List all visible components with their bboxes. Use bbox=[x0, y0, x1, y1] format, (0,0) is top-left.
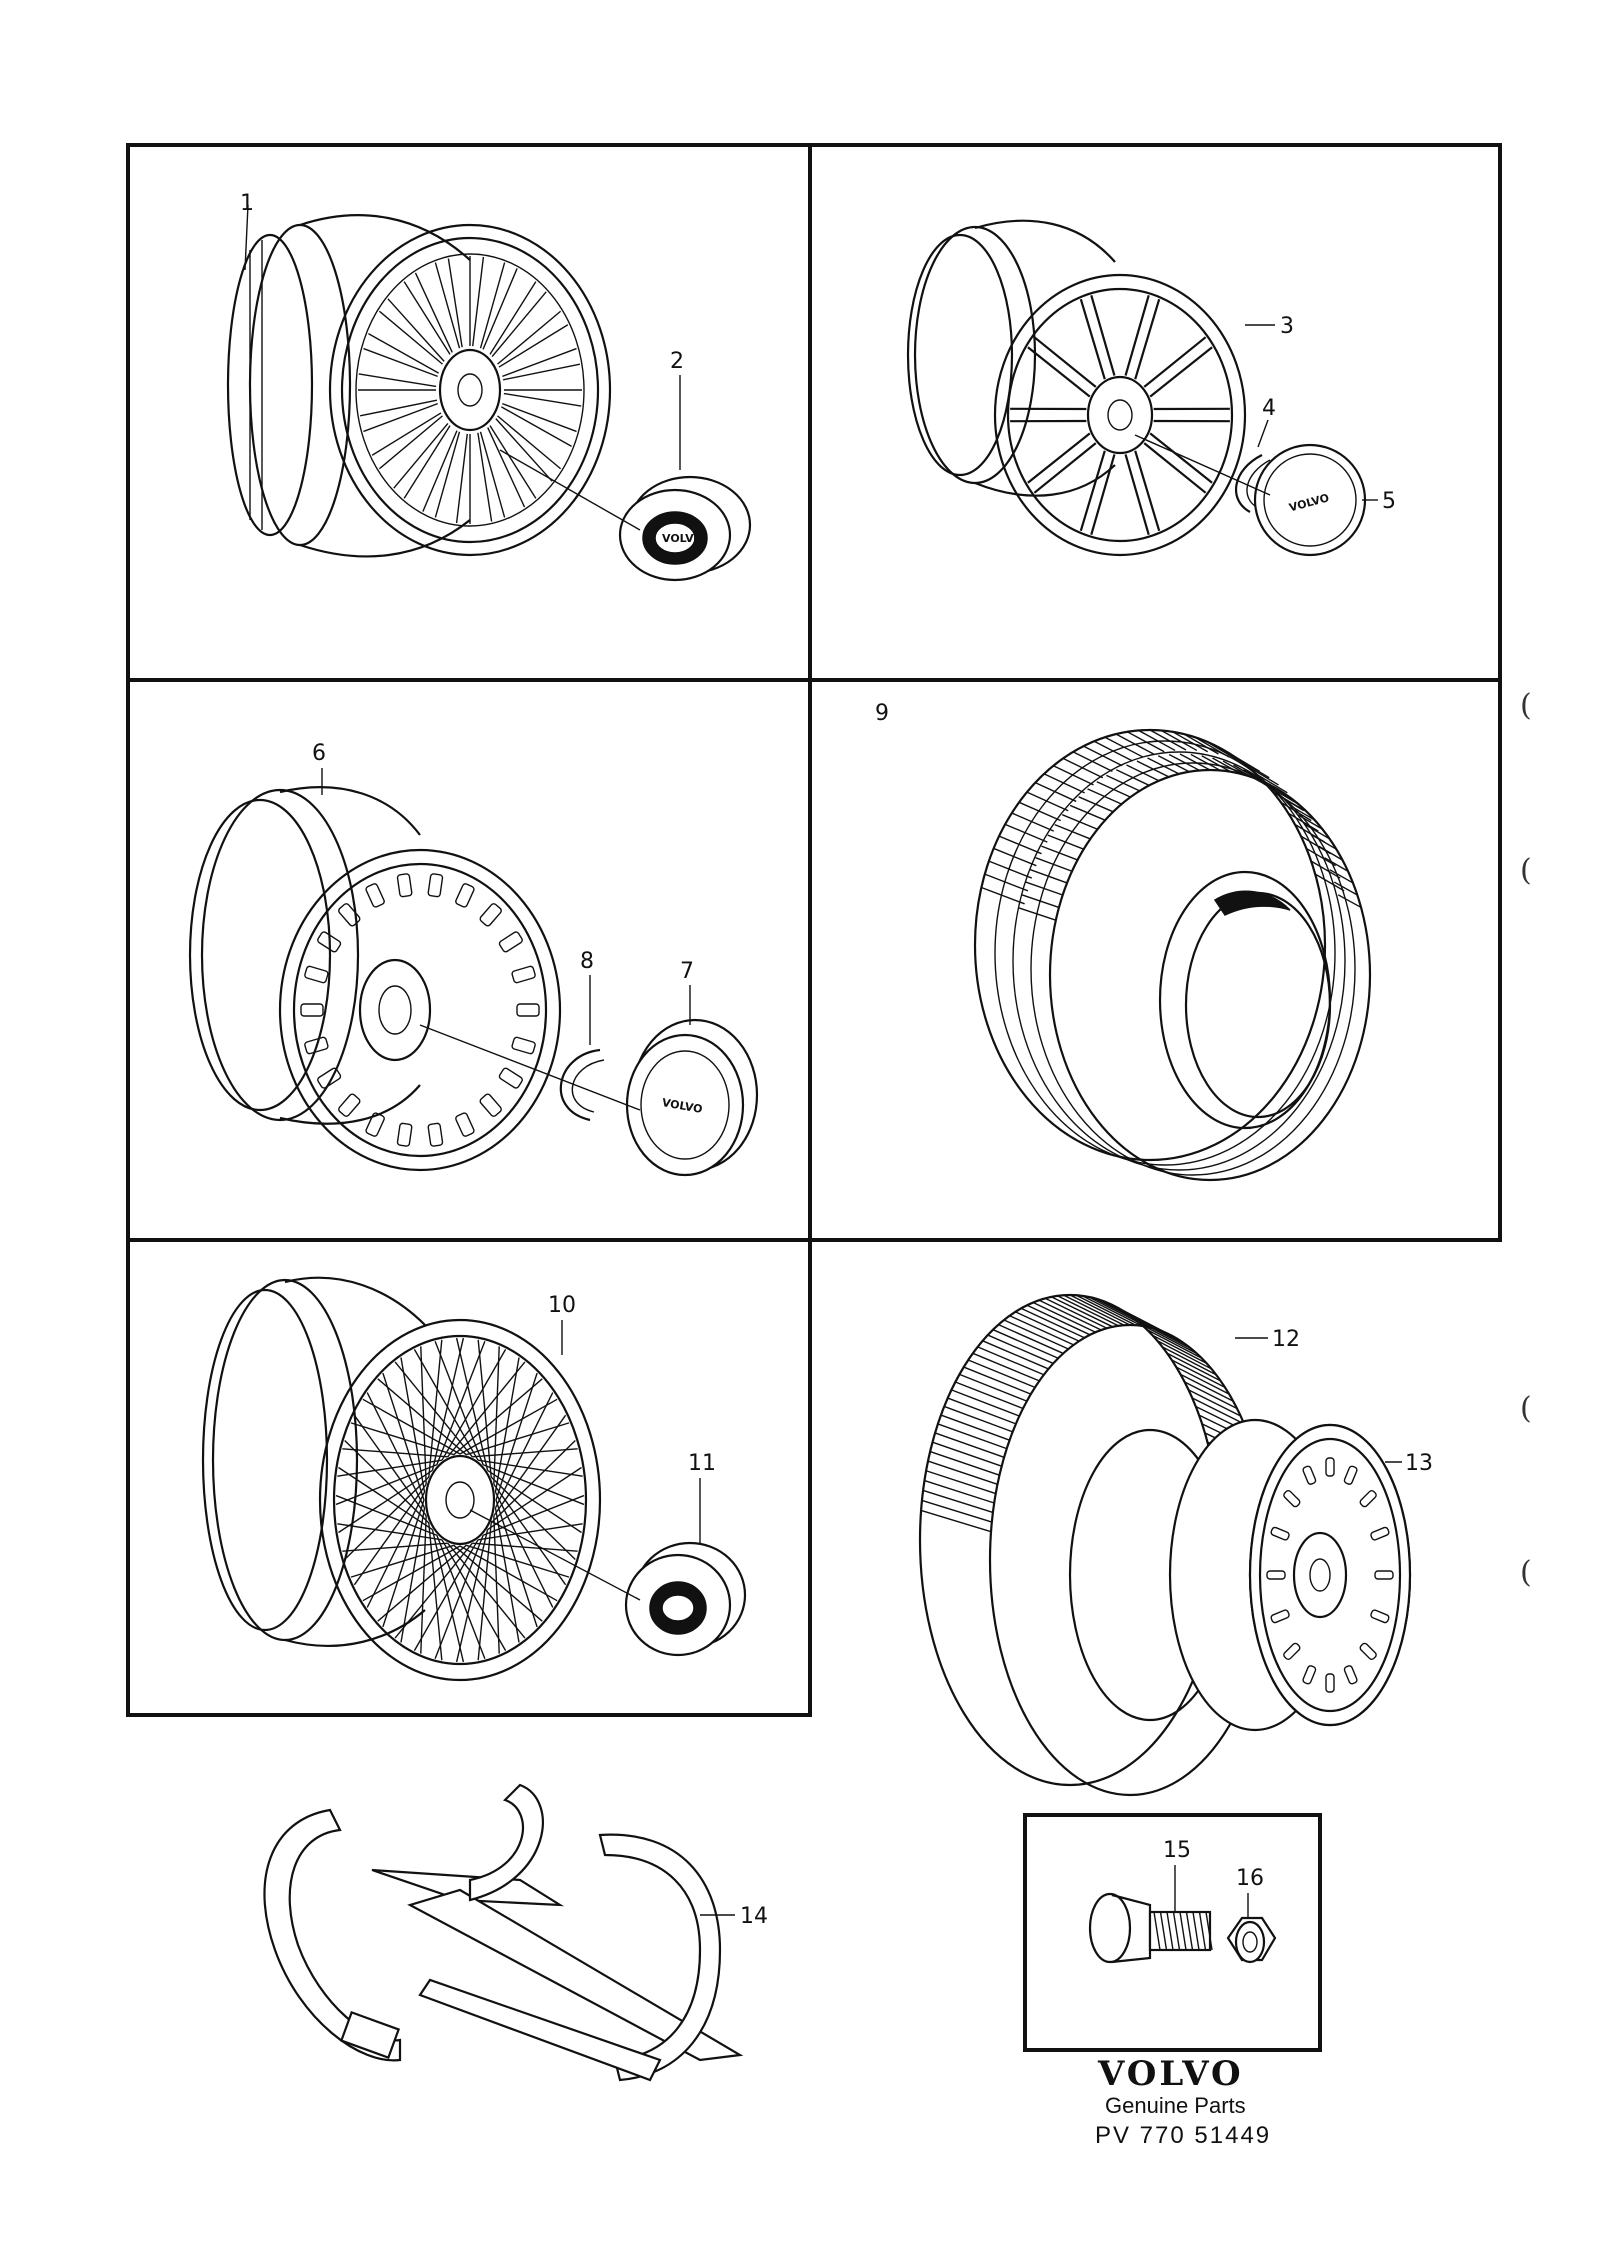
callout-1: 1 bbox=[240, 191, 254, 216]
cap-logo-text: VOLVO bbox=[662, 532, 703, 545]
margin-mark-3: ( bbox=[1520, 1391, 1532, 1426]
fastener-box bbox=[1023, 1813, 1322, 2052]
callout-2: 2 bbox=[670, 349, 684, 374]
callout-3: 3 bbox=[1280, 314, 1294, 339]
callout-9: 9 bbox=[875, 701, 889, 726]
footer-genuine-parts: Genuine Parts bbox=[1105, 2093, 1246, 2118]
footer-part-number: PV 770 51449 bbox=[1095, 2122, 1271, 2149]
callout-6: 6 bbox=[312, 741, 326, 766]
callout-15: 15 bbox=[1163, 1838, 1191, 1863]
panel-4 bbox=[808, 678, 1502, 1242]
margin-mark-4: ( bbox=[1520, 1555, 1532, 1590]
callout-12: 12 bbox=[1272, 1327, 1300, 1352]
callout-5: 5 bbox=[1382, 489, 1396, 514]
alloy-wheel-20-spoke bbox=[226, 214, 612, 558]
wire-wheel bbox=[201, 1276, 602, 1682]
center-cap-11 bbox=[624, 1541, 747, 1657]
alloy-wheel-10-spoke bbox=[906, 219, 1247, 557]
callout-10: 10 bbox=[548, 1293, 576, 1318]
callout-4: 4 bbox=[1262, 396, 1276, 421]
callout-8: 8 bbox=[580, 949, 594, 974]
spare-wheel-13 bbox=[1168, 1418, 1412, 1732]
center-cap-7: VOLVO bbox=[625, 1018, 759, 1177]
bolt-15 bbox=[1088, 1892, 1213, 1964]
callout-7: 7 bbox=[680, 959, 694, 984]
callout-11: 11 bbox=[688, 1451, 716, 1476]
slotted-wheel bbox=[188, 786, 562, 1172]
callout-16: 16 bbox=[1236, 1866, 1264, 1891]
lock-ring-8 bbox=[559, 1048, 605, 1122]
center-cap-5: VOLVO bbox=[1253, 443, 1367, 557]
margin-mark-1: ( bbox=[1520, 688, 1532, 723]
tire-9 bbox=[973, 728, 1372, 1182]
nut-16 bbox=[1226, 1916, 1277, 1964]
tie-down-strap bbox=[263, 1783, 744, 2082]
margin-mark-2: ( bbox=[1520, 853, 1532, 888]
callout-13: 13 bbox=[1405, 1451, 1433, 1476]
footer-brand: VOLVO bbox=[1097, 2054, 1244, 2094]
panel-grid bbox=[126, 143, 1502, 1717]
callout-14: 14 bbox=[740, 1904, 768, 1929]
panel-5 bbox=[126, 1238, 812, 1717]
center-cap-2: VOLVO bbox=[618, 475, 752, 582]
